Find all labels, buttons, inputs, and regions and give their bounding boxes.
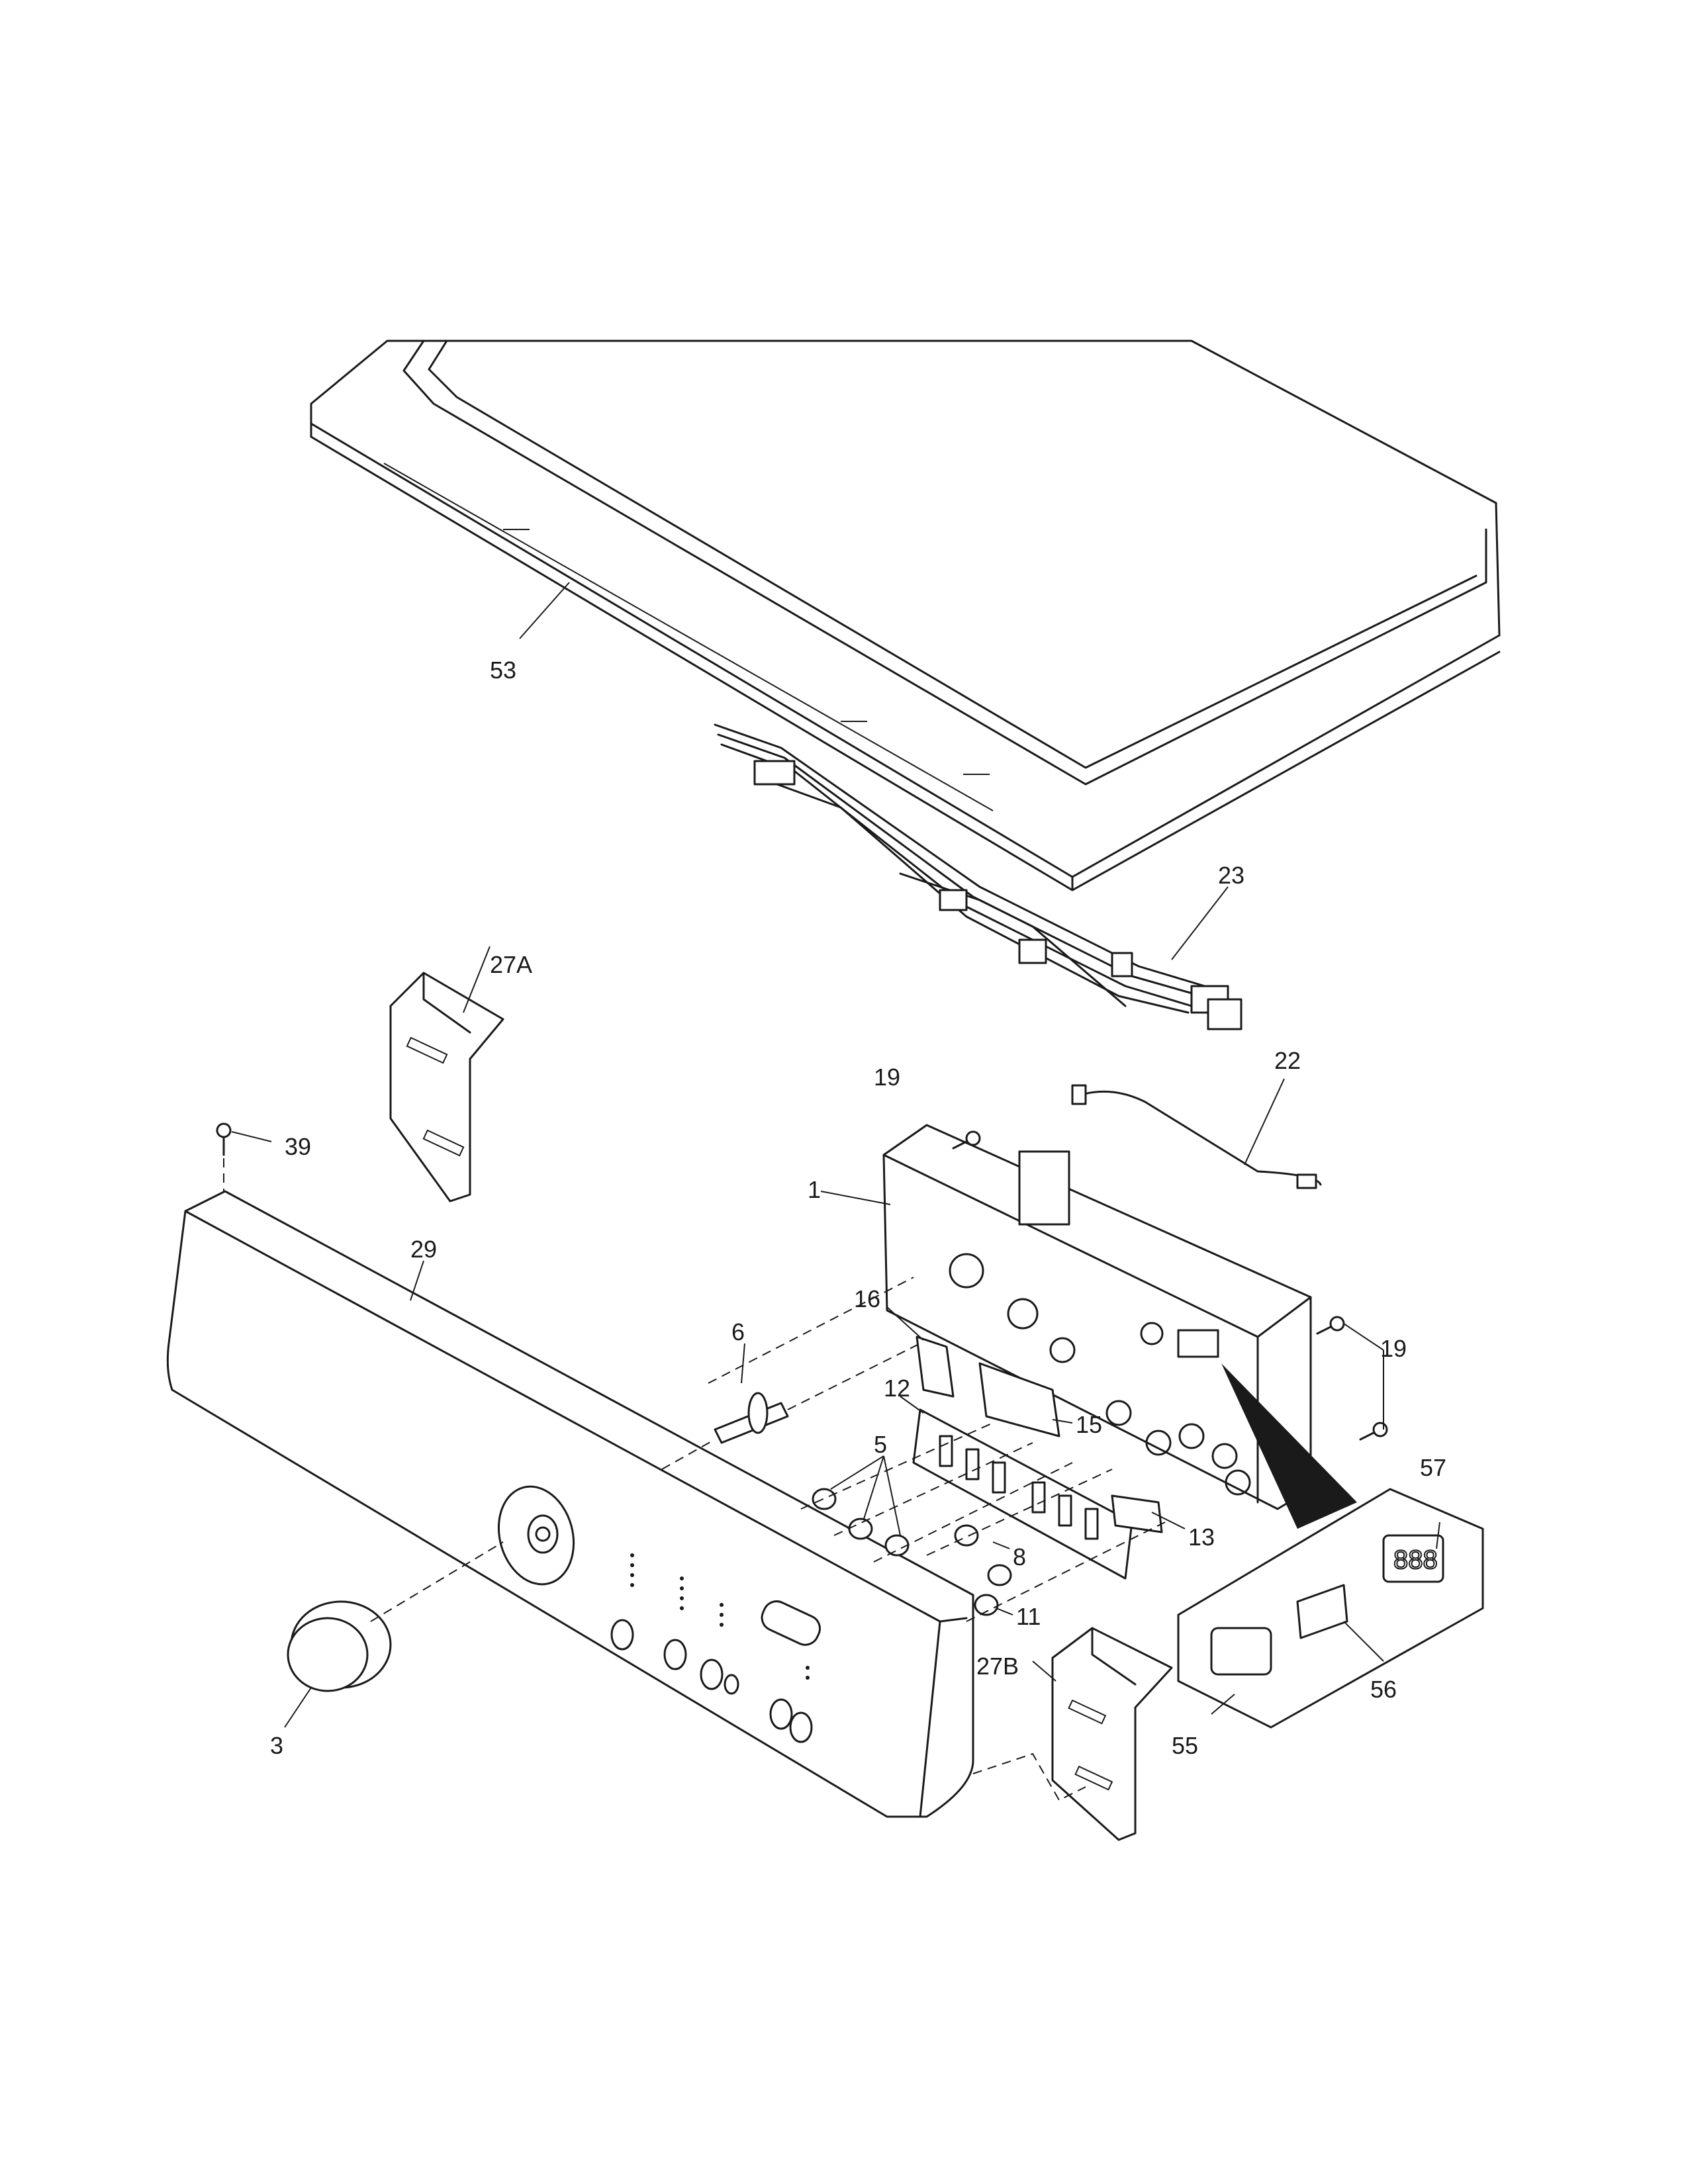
assembly-lines — [708, 1277, 1384, 1622]
cable-22 — [1071, 1078, 1322, 1189]
callout-8: 8 — [1013, 1543, 1026, 1570]
callout-39: 39 — [285, 1133, 311, 1160]
board-13 — [1111, 1494, 1186, 1533]
top-panel — [310, 340, 1501, 891]
callout-15: 15 — [1076, 1411, 1102, 1438]
shaft-6 — [661, 1343, 789, 1470]
switch-board-12 — [900, 1396, 1133, 1580]
detail-inset: 888 — [1177, 1363, 1484, 1729]
callout-1: 1 — [808, 1176, 821, 1203]
callout-11: 11 — [1016, 1603, 1041, 1630]
callout-5: 5 — [874, 1431, 887, 1458]
callout-12: 12 — [884, 1375, 910, 1402]
callout-27a: 27A — [490, 951, 532, 978]
callout-57: 57 — [1420, 1454, 1446, 1481]
electronic-control — [820, 1124, 1312, 1510]
bracket-27b — [972, 1627, 1173, 1841]
callout-53: 53 — [490, 657, 516, 684]
board-15 — [978, 1362, 1073, 1437]
callout-16: 16 — [854, 1285, 880, 1312]
callout-13: 13 — [1188, 1524, 1215, 1551]
button-caps — [812, 1455, 1013, 1616]
board-16 — [886, 1306, 955, 1398]
callout-19-top: 19 — [874, 1064, 900, 1091]
callout-labels: 53 23 27A 22 19 39 1 29 16 19 6 12 15 5 … — [270, 657, 1446, 1759]
wire-harness — [714, 723, 1243, 1030]
callout-55: 55 — [1172, 1732, 1198, 1759]
knob-3 — [284, 1541, 504, 1728]
callout-27b: 27B — [976, 1653, 1019, 1680]
callout-23: 23 — [1218, 862, 1244, 889]
svg-text:888: 888 — [1393, 1545, 1438, 1574]
callout-29: 29 — [410, 1236, 437, 1263]
callout-19-right: 19 — [1380, 1335, 1407, 1362]
callout-6: 6 — [731, 1318, 745, 1345]
control-panel — [166, 1190, 974, 1818]
callout-3: 3 — [270, 1732, 283, 1759]
callout-22: 22 — [1274, 1047, 1301, 1074]
bracket-27a — [389, 946, 504, 1203]
screws-19 — [952, 1130, 1388, 1441]
callout-56: 56 — [1370, 1676, 1397, 1703]
